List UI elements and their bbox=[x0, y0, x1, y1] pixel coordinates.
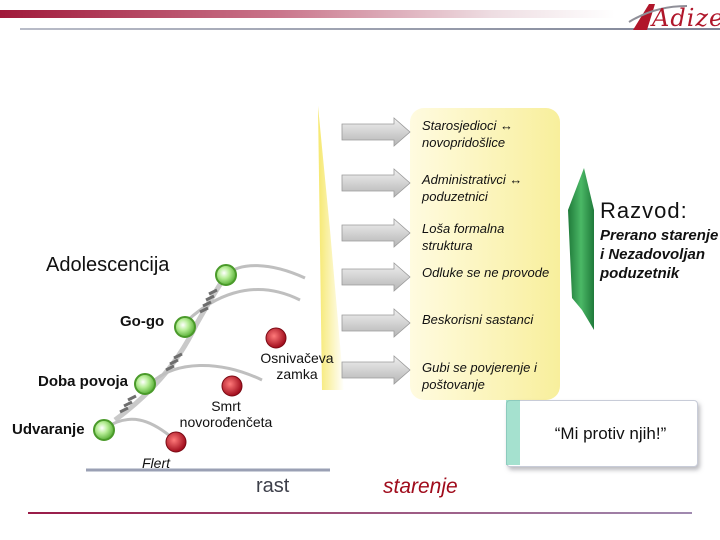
problem-item: Beskorisni sastanci bbox=[422, 312, 534, 327]
problem-item: Starosjedioci ↔ novopridošlice bbox=[422, 118, 514, 150]
arrow-5 bbox=[341, 308, 411, 338]
arrow-3 bbox=[341, 218, 411, 248]
problem-arrows bbox=[341, 117, 411, 385]
branch-to-affair bbox=[104, 417, 171, 438]
node-go-go bbox=[174, 316, 196, 338]
arrow-2 bbox=[341, 168, 411, 198]
green-transition-arrow bbox=[568, 168, 594, 330]
node-smrt-novorodenceta bbox=[221, 375, 243, 397]
branch-to-infant-death bbox=[148, 364, 263, 386]
arrow-1 bbox=[341, 117, 411, 147]
stage-doba-povoja: Doba povoja bbox=[38, 373, 129, 390]
stage-adolescencija: Adolescencija bbox=[46, 254, 170, 276]
funnel-shape bbox=[318, 106, 344, 390]
arrow-4 bbox=[341, 262, 411, 292]
problem-item: Administrativci ↔ poduzetnici bbox=[422, 172, 523, 204]
node-udvaranje bbox=[93, 419, 115, 441]
aging-label: starenje bbox=[383, 475, 458, 498]
node-osnivaceva-zamka bbox=[265, 327, 287, 349]
stage-udvaranje: Udvaranje bbox=[12, 421, 85, 438]
trap-flert: Flert bbox=[142, 455, 170, 471]
problem-item: Loša formalna struktura bbox=[422, 221, 505, 253]
adizes-logo bbox=[628, 4, 688, 30]
header-divider bbox=[20, 28, 720, 30]
growth-label: rast bbox=[256, 475, 290, 497]
trap-osnivaceva-zamka: Osnivačeva zamka bbox=[260, 350, 334, 382]
node-doba-povoja bbox=[134, 373, 156, 395]
outcome-title: Razvod: bbox=[600, 198, 688, 223]
node-adolescencija bbox=[215, 264, 237, 286]
header-gradient-bar bbox=[0, 10, 615, 18]
problem-item: Odluke se ne provode bbox=[422, 265, 550, 280]
branch-to-founder-trap bbox=[186, 288, 301, 322]
arrow-6 bbox=[341, 355, 411, 385]
problems-panel bbox=[410, 108, 560, 400]
quote-text: “Mi protiv njih!” bbox=[554, 424, 667, 443]
quote-accent bbox=[506, 400, 520, 465]
quote-box bbox=[506, 400, 698, 467]
logo-text: Adizes bbox=[652, 4, 720, 32]
trap-smrt-novorodenceta: Smrt novorođenčeta bbox=[179, 398, 273, 430]
spring-coils bbox=[119, 288, 218, 414]
footer-divider bbox=[28, 512, 692, 514]
outcome-subtitle: Prerano starenje i Nezadovoljan poduzetn… bbox=[600, 227, 719, 282]
branch-from-adolescence bbox=[224, 264, 306, 280]
problem-item: Gubi se povjerenje i poštovanje bbox=[422, 360, 537, 392]
node-flert bbox=[165, 431, 187, 453]
stage-go-go: Go-go bbox=[120, 313, 165, 330]
